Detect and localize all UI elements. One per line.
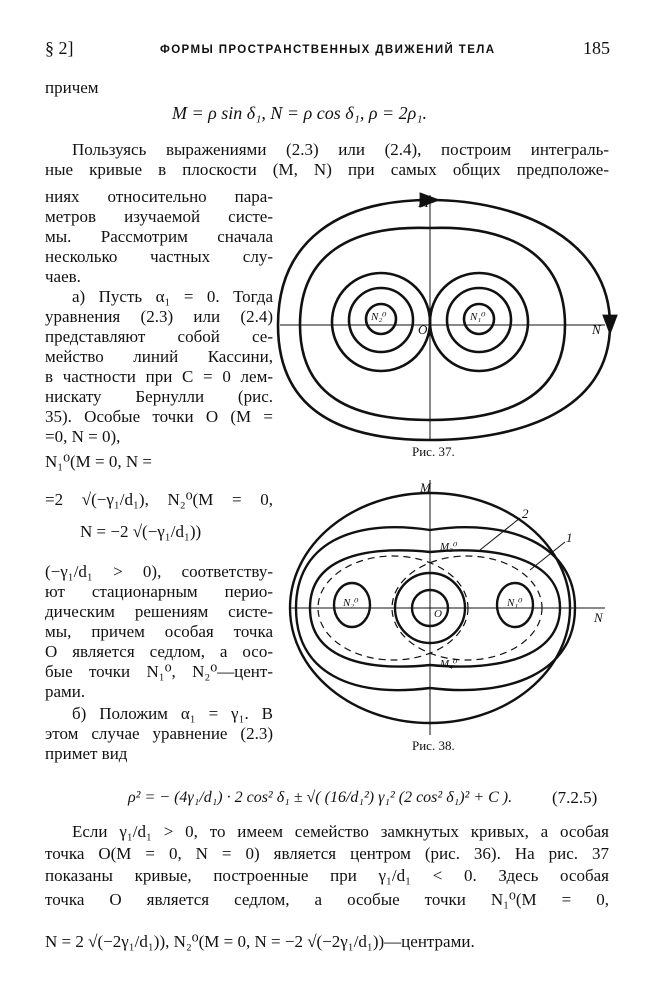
para1-line: Пользуясь выражениями (2.3) или (2.4), п… [72,140,609,159]
page-number: 185 [583,38,610,58]
section-marker: § 2] [45,38,74,58]
fig38-n2: N₂⁰ [343,597,359,609]
para2-line: N = 2 √(−2γ₁/d₁)), N₂⁰(M = 0, N = −2 √(−… [45,932,475,951]
para2-line: Если γ₁/d₁ > 0, то имеем семейство замкн… [72,822,609,841]
fig38-axis-m: M [420,480,431,495]
column-line: дическим решениям систе- [45,602,273,621]
fig38-m3: M₃⁰ [440,541,458,553]
equation-number: (7.2.5) [552,788,598,807]
column-line: бые точки N₁⁰, N₂⁰—цент- [45,662,273,681]
fig37-n2: N₂⁰ [371,311,387,323]
column-line: б) Положим α₁ = γ₁. В [72,704,273,723]
fig38-caption: Рис. 38. [412,738,455,753]
column-line: мы, причем особая точка [45,622,273,641]
column-line: а) Пусть α₁ = 0. Тогда [72,287,273,306]
para2-line: точка O является седлом, а особые точки … [45,890,609,909]
column-line: мы. Рассмотрим сначала [45,227,273,246]
column-line: N = −2 √(−γ₁/d₁)) [80,522,202,541]
column-line: в частности при C = 0 лем- [45,367,273,386]
column-line: этом случае уравнение (2.3) [45,724,273,743]
column-line: (−γ₁/d₁ > 0), соответству- [45,562,273,581]
fig37-caption: Рис. 37. [412,444,455,459]
para1-line: ные кривые в плоскости (M, N) при самых … [45,160,609,179]
fig38-label-2: 2 [522,506,529,521]
column-line: метров изучаемой систе- [45,207,273,226]
column-line: O является седлом, а осо- [45,642,273,661]
column-line: ниях относительно пара- [45,187,273,206]
fig38-label-1: 1 [566,530,573,545]
para2-line: показаны кривые, построенные при γ₁/d₁ <… [45,866,609,885]
column-line: представляют собой се- [45,327,273,346]
intro-word: причем [45,78,99,97]
fig38-axis-n: N [594,610,603,625]
fig37-axis-n: N [592,322,601,337]
column-line: =2 √(−γ₁/d₁), N₂⁰(M = 0, [45,490,273,509]
column-line: =0, N = 0), [45,427,121,446]
column-line: N₁⁰(M = 0, N = [45,452,152,471]
column-line: ют стационарным перио- [45,582,273,601]
running-title: ФОРМЫ ПРОСТРАНСТВЕННЫХ ДВИЖЕНИЙ ТЕЛА [160,44,496,56]
fig37-axis-m: M [418,195,429,210]
column-line: чаев. [45,267,81,286]
fig38-m4: M₄⁰ [440,658,458,670]
fig38-n1: N₁⁰ [507,597,523,609]
column-line: несколько частных слу- [45,247,273,266]
para2-line: точка O(M = 0, N = 0) является центром (… [45,844,609,863]
fig37-origin: O [418,322,428,337]
column-line: 35). Особые точки O (M = [45,407,273,426]
figure-37 [276,192,618,442]
fig37-n1: N₁⁰ [470,311,486,323]
fig38-origin: O [434,608,442,620]
equation-7-2-5: ρ² = − (4γ₁/d₁) · 2 cos² δ₁ ± √( (16/d₁²… [128,789,513,806]
column-line: мейство линий Кассини, [45,347,273,366]
formula-m-n: M = ρ sin δ₁, N = ρ cos δ₁, ρ = 2ρ₁. [172,103,428,123]
column-line: нискату Бернулли (рис. [45,387,273,406]
figure-38 [288,480,605,735]
column-line: примет вид [45,744,128,763]
column-line: уравнения (2.3) или (2.4) [45,307,273,326]
column-line: рами. [45,682,86,701]
